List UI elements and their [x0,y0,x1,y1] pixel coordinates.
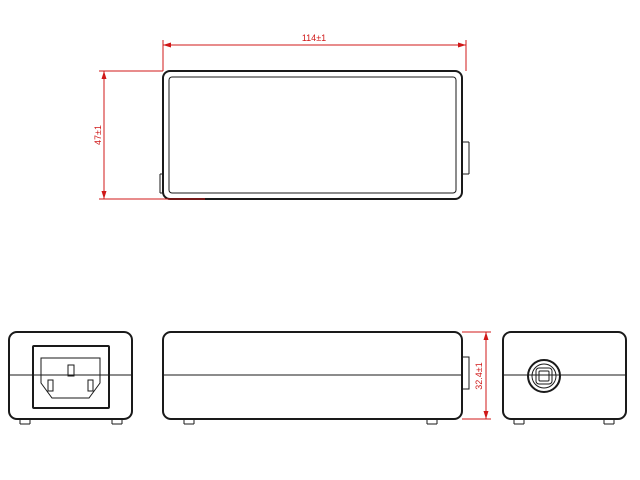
top-view [159,70,470,200]
round-dc-socket-icon [527,359,561,393]
width-dimension: 114±1 [162,33,467,71]
width-dimension-label: 47±1 [93,125,103,145]
height-dimension: 32.4±1 [462,331,491,420]
iec-c14-inlet-icon [32,345,110,409]
depth-dimension: 47±1 [93,70,205,200]
side-view [162,331,470,425]
length-dimension-label: 114±1 [302,33,326,43]
height-dimension-label: 32.4±1 [474,362,484,389]
left-end-view [8,331,133,425]
right-end-view [502,331,627,425]
